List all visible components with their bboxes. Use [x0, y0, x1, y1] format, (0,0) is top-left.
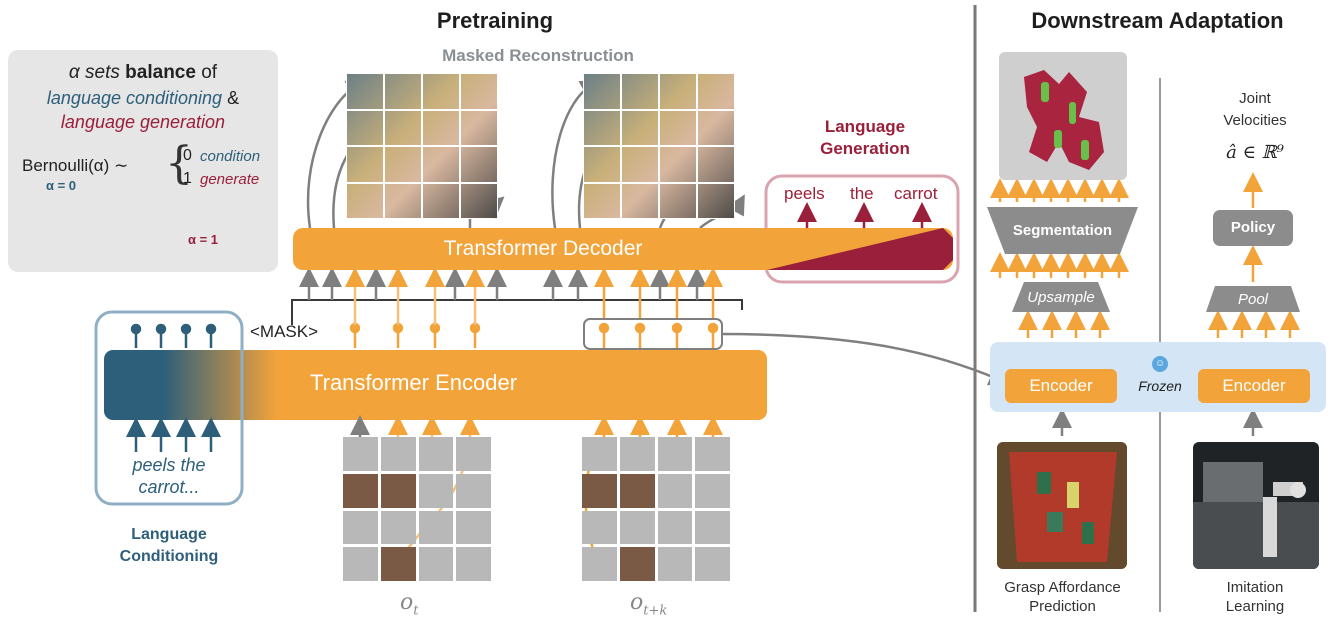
transformer-encoder-label: Transformer Encoder [310, 370, 518, 395]
observation-tk-label: ot+k [630, 590, 668, 618]
language-generation-label: Language Generation [820, 117, 910, 158]
bernoulli-label: Bernoulli(α) ∼ [22, 156, 129, 175]
action-space-label: â ∈ ℝ⁹ [1226, 142, 1284, 163]
alpha-line2: language conditioning & [46, 88, 240, 108]
imitation-scene-image [1193, 442, 1319, 569]
observation-t-label: ot [400, 590, 419, 618]
reconstructed-image-tk [583, 73, 735, 219]
joint-velocities-label: Joint Velocities [1223, 90, 1287, 129]
language-conditioning-label: Language Conditioning [119, 526, 219, 565]
upsample-label: Upsample [1027, 289, 1095, 306]
policy-box: Policy [1213, 210, 1293, 246]
encoder-grasp: Encoder [1005, 369, 1117, 403]
imitation-learning-label: Imitation Learning [1225, 579, 1285, 615]
alpha-line1: α sets balance of [68, 62, 218, 83]
case0-label: condition [200, 148, 261, 165]
segmentation-trapezoid [987, 207, 1138, 254]
transfer-arrow [721, 332, 1010, 386]
pool-label: Pool [1237, 291, 1269, 308]
brace-icon: { [165, 138, 193, 189]
upsample-trapezoid [1012, 282, 1110, 312]
alpha-explanation-box [8, 50, 278, 272]
gen-word-1: peels [784, 184, 825, 203]
segmentation-label: Segmentation [1012, 222, 1113, 239]
alpha-line3: language generation [60, 112, 226, 132]
case1-number: 1 [183, 170, 192, 187]
pretraining-title: Pretraining [436, 8, 554, 33]
transformer-encoder-bar [104, 350, 767, 420]
encoder-imitation: Encoder [1198, 369, 1310, 403]
alpha-zero-label: α = 0 [46, 178, 77, 193]
segmentation-output-image [999, 52, 1127, 180]
masked-reconstruction-label: Masked Reconstruction [442, 46, 634, 65]
grasp-affordance-label: Grasp Affordance Prediction [1004, 579, 1121, 615]
gen-word-2: the [850, 184, 874, 203]
masked-input-grid-tk [582, 437, 730, 581]
language-conditioning-box [94, 310, 244, 506]
frozen-label: Frozen [1138, 378, 1182, 394]
masked-input-grid-t [343, 437, 491, 581]
conditioning-text: peels the carrot... [132, 455, 206, 497]
mask-token: <MASK> [250, 322, 319, 341]
downstream-title: Downstream Adaptation [1031, 8, 1284, 33]
case1-label: generate [200, 171, 260, 188]
reconstructed-image-t [346, 73, 498, 219]
gen-word-3: carrot [894, 184, 938, 203]
decoder-generation-wedge [767, 228, 953, 270]
alpha-one-label: α = 1 [188, 232, 219, 247]
frozen-face-icon: ☺ [1152, 356, 1168, 372]
grasp-scene-image [997, 442, 1127, 569]
pool-trapezoid [1206, 286, 1300, 312]
case0-number: 0 [183, 147, 192, 164]
